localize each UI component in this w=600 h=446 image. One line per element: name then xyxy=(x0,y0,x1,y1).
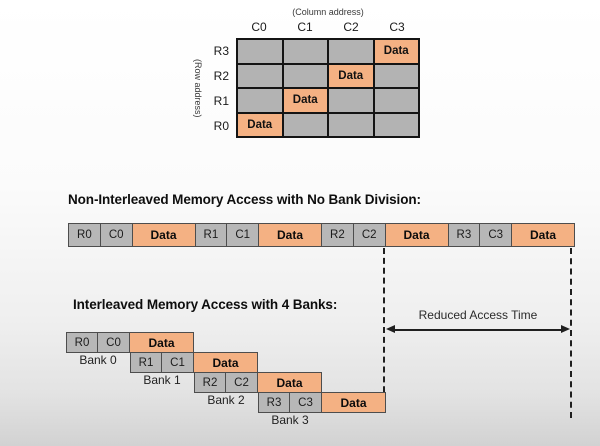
cell-r3-c2 xyxy=(329,40,373,63)
timeline-cell-c1: C1 xyxy=(227,223,260,247)
cell-r0-c3 xyxy=(374,113,418,136)
cell-r2-c2: Data xyxy=(329,64,373,87)
row-header-r1: R1 xyxy=(213,93,229,108)
cell-r1-c3 xyxy=(374,89,418,112)
cell-r0-c0: Data xyxy=(238,113,282,136)
cell-r2-c0 xyxy=(238,64,282,87)
row-header-r0: R0 xyxy=(213,118,229,133)
bank-label-1: Bank 1 xyxy=(143,373,181,387)
bank-label-0: Bank 0 xyxy=(79,353,117,367)
non-interleaved-heading: Non-Interleaved Memory Access with No Ba… xyxy=(68,192,421,207)
non-interleaved-finish-dashed-line xyxy=(570,248,572,418)
timeline-cell-r2: R2 xyxy=(322,223,354,247)
timeline-cell-r1: R1 xyxy=(195,223,228,247)
bank-1-cell-c1: C1 xyxy=(162,352,194,373)
cell-r3-c0 xyxy=(238,40,282,63)
column-header-c3: C3 xyxy=(389,20,405,34)
row-header-r3: R3 xyxy=(213,43,229,58)
bank-3-cell-c3: C3 xyxy=(290,392,322,413)
timeline-cell-r0: R0 xyxy=(68,223,101,247)
bank-2-cell-c2: C2 xyxy=(226,372,258,393)
cell-r3-c1 xyxy=(283,40,327,63)
bank-3-cell-data: Data xyxy=(322,392,386,413)
bank-1-cell-data: Data xyxy=(194,352,258,373)
column-header-c1: C1 xyxy=(297,20,313,34)
bank-2-cell-data: Data xyxy=(258,372,322,393)
cell-r2-c1 xyxy=(283,64,327,87)
cell-r0-c1 xyxy=(283,113,327,136)
column-header-c0: C0 xyxy=(251,20,267,34)
bank-label-2: Bank 2 xyxy=(207,393,245,407)
interleaved-heading: Interleaved Memory Access with 4 Banks: xyxy=(73,297,338,312)
bank-label-3: Bank 3 xyxy=(271,413,309,427)
timeline-cell-c3: C3 xyxy=(480,223,513,247)
bank-2-cell-r2: R2 xyxy=(194,372,226,393)
cell-r1-c1: Data xyxy=(283,89,327,112)
arrowhead-left-icon xyxy=(386,325,395,333)
reduced-access-time-annotation: Reduced Access Time xyxy=(386,308,570,336)
arrow-line xyxy=(391,329,565,331)
timeline-cell-c0: C0 xyxy=(100,223,133,247)
row-address-axis-label: (Row address) xyxy=(193,58,203,118)
cell-r3-c3: Data xyxy=(374,40,418,63)
bank-0-cell-r0: R0 xyxy=(66,332,98,353)
column-address-axis-label: (Column address) xyxy=(292,7,364,17)
timeline-cell-data: Data xyxy=(259,223,322,247)
timeline-cell-c2: C2 xyxy=(353,223,386,247)
timeline-cell-r3: R3 xyxy=(448,223,481,247)
column-header-c2: C2 xyxy=(343,20,359,34)
double-headed-arrow xyxy=(386,325,570,336)
cell-r1-c0 xyxy=(238,89,282,112)
cell-r1-c2 xyxy=(329,89,373,112)
arrowhead-right-icon xyxy=(561,325,570,333)
bank-0-cell-c0: C0 xyxy=(98,332,130,353)
row-header-r2: R2 xyxy=(213,68,229,83)
interleaved-finish-dashed-line xyxy=(383,248,385,412)
column-headers: C0 C1 C2 C3 xyxy=(236,20,420,37)
cell-r2-c3 xyxy=(374,64,418,87)
cell-r0-c2 xyxy=(329,113,373,136)
bank-1-cell-r1: R1 xyxy=(130,352,162,373)
timeline-cell-data: Data xyxy=(385,223,449,247)
timeline-cell-data: Data xyxy=(132,223,196,247)
reduced-access-time-label: Reduced Access Time xyxy=(418,308,538,322)
timeline-cell-data: Data xyxy=(512,223,575,247)
bank-3-cell-r3: R3 xyxy=(258,392,290,413)
bank-0-cell-data: Data xyxy=(130,332,194,353)
